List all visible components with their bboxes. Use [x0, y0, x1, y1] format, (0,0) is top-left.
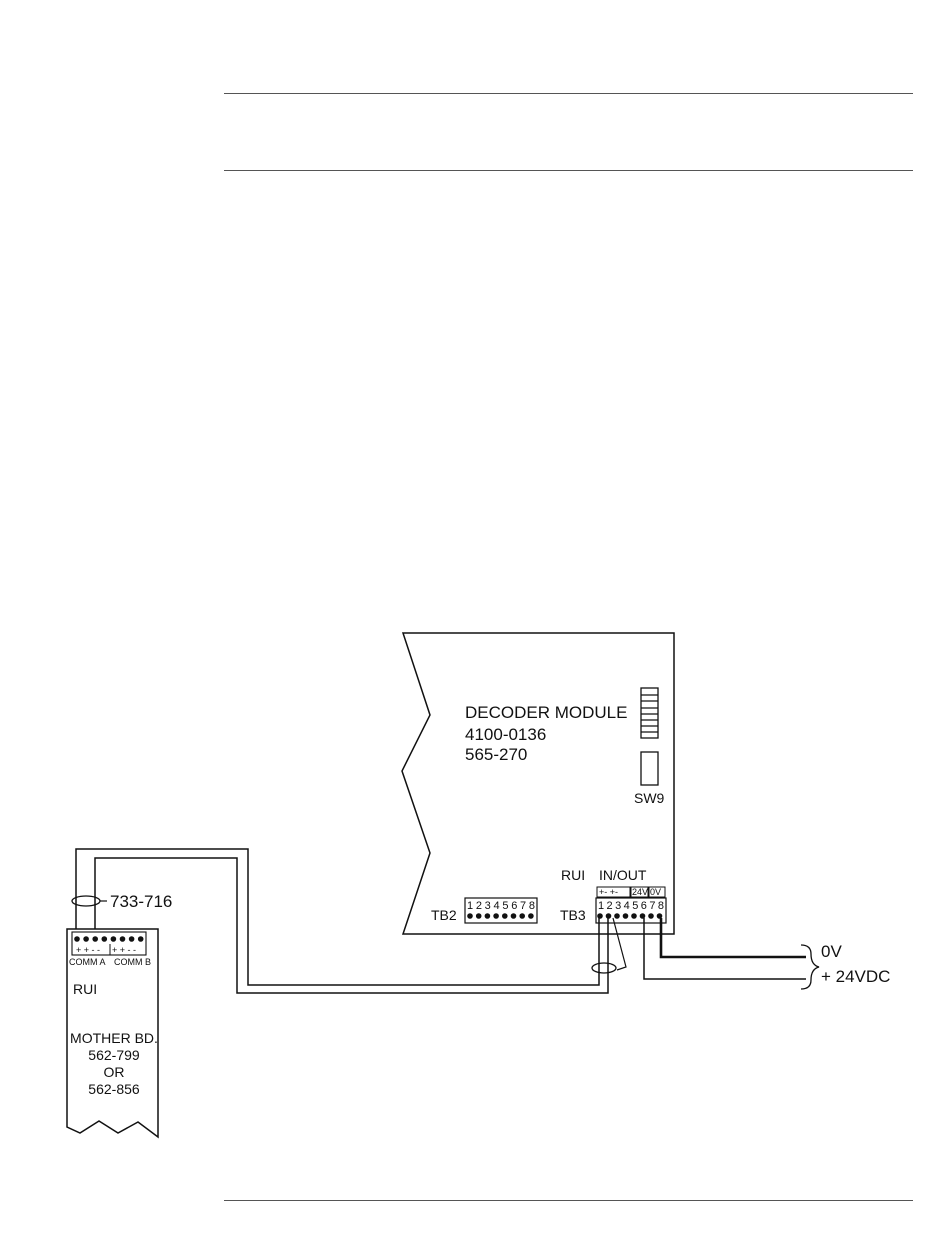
- screw-terminal: [476, 913, 482, 919]
- mother-board-label: MOTHER BD.: [70, 1030, 158, 1046]
- board-connector: [641, 688, 658, 738]
- screw-terminal: [640, 913, 646, 919]
- rui-pin-polarity-b: + + - -: [112, 945, 136, 955]
- cable-shield-drain: [613, 918, 626, 970]
- screw-terminal: [614, 913, 620, 919]
- screw-terminal: [493, 913, 499, 919]
- screw-terminal: [519, 913, 525, 919]
- decoder-module-part-1: 4100-0136: [465, 725, 546, 744]
- mother-board-or: OR: [104, 1064, 125, 1080]
- screw-terminal: [467, 913, 473, 919]
- screw-terminal: [138, 936, 144, 942]
- rui-board-label: RUI: [73, 981, 97, 997]
- screw-terminal: [92, 936, 98, 942]
- screw-terminal: [511, 913, 517, 919]
- screw-terminal: [606, 913, 612, 919]
- screw-terminal: [485, 913, 491, 919]
- power-wire-0v: [661, 918, 806, 957]
- tb3-rui-label: RUI: [561, 867, 585, 883]
- screw-terminal: [597, 913, 603, 919]
- rui-screw-terminals: [74, 936, 143, 942]
- screw-terminal: [74, 936, 80, 942]
- power-brace: [801, 945, 819, 989]
- sw9-label: SW9: [634, 790, 665, 806]
- tb3-label: TB3: [560, 907, 586, 923]
- rui-comm-a-label: COMM A: [69, 957, 106, 967]
- decoder-module-title: DECODER MODULE: [465, 703, 627, 722]
- screw-terminal: [648, 913, 654, 919]
- screw-terminal: [623, 913, 629, 919]
- cable-conductor-inner: [95, 858, 608, 993]
- screw-terminal: [111, 936, 117, 942]
- tb3-0v-label: 0V: [650, 887, 661, 897]
- tb2-pin-numbers: 12345678: [467, 900, 535, 912]
- tb3-24v-label: 24V: [632, 887, 648, 897]
- power-24vdc-label: + 24VDC: [821, 967, 890, 986]
- sw9-switch: [641, 752, 658, 785]
- cable-tie-decoder: [592, 963, 616, 973]
- power-0v-label: 0V: [821, 942, 842, 961]
- mother-board-part-2: 562-856: [88, 1081, 140, 1097]
- screw-terminal: [129, 936, 135, 942]
- tb3-screw-terminals: [597, 913, 662, 919]
- tb2-screw-terminals: [467, 913, 534, 919]
- screw-terminal: [631, 913, 637, 919]
- screw-terminal: [502, 913, 508, 919]
- screw-terminal: [102, 936, 108, 942]
- screw-terminal: [83, 936, 89, 942]
- tb2-label: TB2: [431, 907, 457, 923]
- tb3-polarity-label: +- +-: [599, 887, 618, 897]
- screw-terminal: [657, 913, 663, 919]
- screw-terminal: [528, 913, 534, 919]
- tb3-pin-numbers: 12345678: [598, 900, 664, 912]
- decoder-module-part-2: 565-270: [465, 745, 527, 764]
- power-wire-24v: [644, 918, 806, 979]
- tb3-inout-label: IN/OUT: [599, 867, 647, 883]
- rui-comm-b-label: COMM B: [114, 957, 151, 967]
- cable-label: 733-716: [110, 892, 172, 911]
- screw-terminal: [120, 936, 126, 942]
- mother-board-part-1: 562-799: [88, 1047, 140, 1063]
- rui-pin-polarity-a: + + - -: [76, 945, 100, 955]
